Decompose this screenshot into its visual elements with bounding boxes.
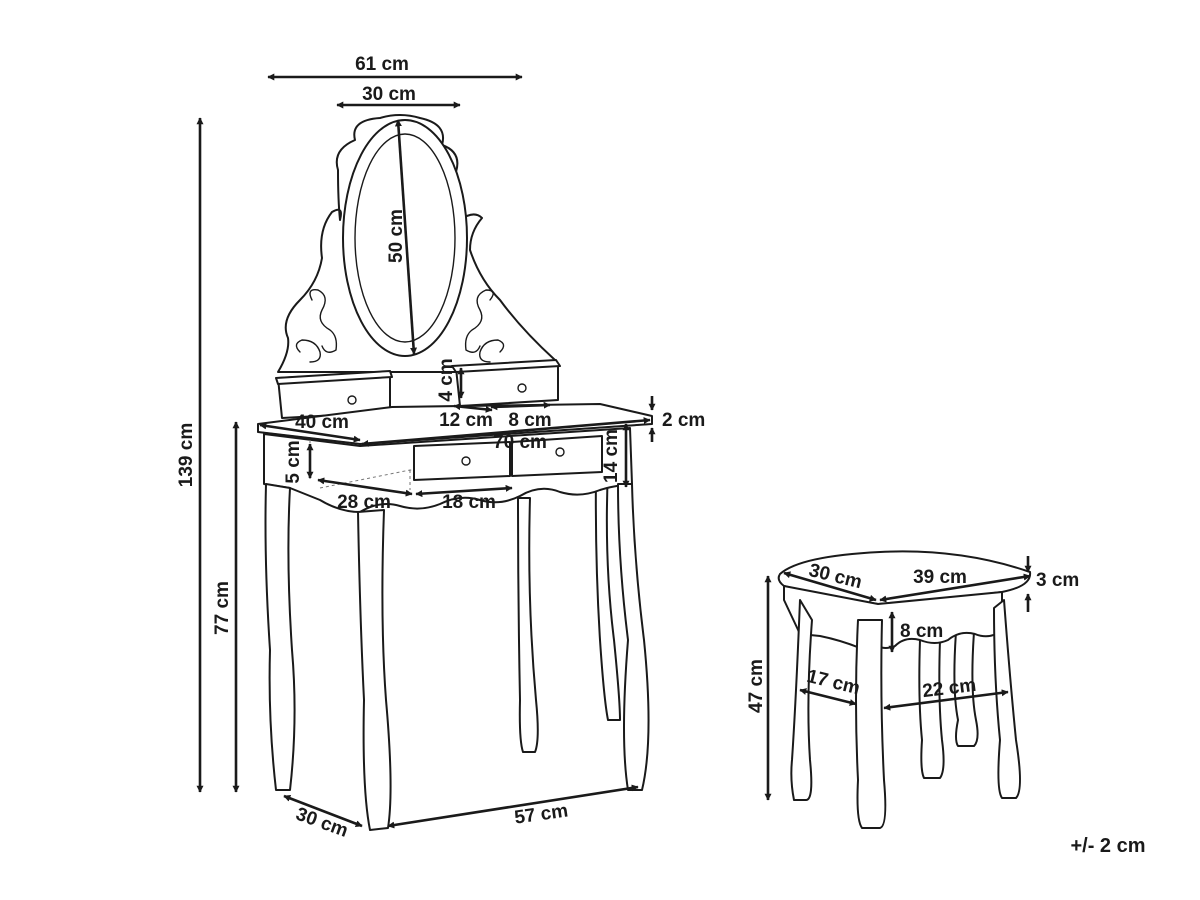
label-top-thickness: 2 cm bbox=[662, 410, 705, 431]
label-mirror-frame-width: 61 cm bbox=[355, 54, 409, 75]
label-small-drawer-height: 4 cm bbox=[436, 358, 457, 401]
label-small-drawer-width: 12 cm bbox=[439, 410, 493, 431]
label-small-drawer-depth: 8 cm bbox=[508, 410, 551, 431]
label-drawer-height: 5 cm bbox=[283, 440, 304, 483]
mirror-frame bbox=[277, 114, 556, 373]
dimension-lines bbox=[196, 73, 1032, 829]
label-apron-height: 14 cm bbox=[601, 429, 622, 483]
stool-front-leg bbox=[855, 619, 887, 829]
front-leg-right bbox=[617, 483, 650, 791]
label-drawer-width: 18 cm bbox=[442, 492, 496, 513]
label-top-depth: 40 cm bbox=[295, 412, 349, 433]
tolerance-note: +/- 2 cm bbox=[1070, 835, 1145, 857]
small-drawer-right bbox=[451, 359, 561, 407]
label-top-width: 70 cm bbox=[493, 432, 547, 453]
label-stool-cushion: 3 cm bbox=[1036, 570, 1079, 591]
front-leg-left bbox=[264, 483, 296, 791]
stool bbox=[777, 550, 1032, 829]
label-mirror-height: 50 cm bbox=[386, 209, 407, 263]
label-stool-width: 39 cm bbox=[913, 567, 967, 588]
dressing-table bbox=[257, 114, 653, 831]
label-stool-apron: 8 cm bbox=[900, 621, 943, 642]
label-mirror-width: 30 cm bbox=[362, 84, 416, 105]
label-drawer-depth: 28 cm bbox=[337, 492, 391, 513]
label-table-height: 77 cm bbox=[212, 581, 233, 635]
label-stool-height: 47 cm bbox=[746, 659, 767, 713]
label-total-height: 139 cm bbox=[176, 423, 197, 487]
